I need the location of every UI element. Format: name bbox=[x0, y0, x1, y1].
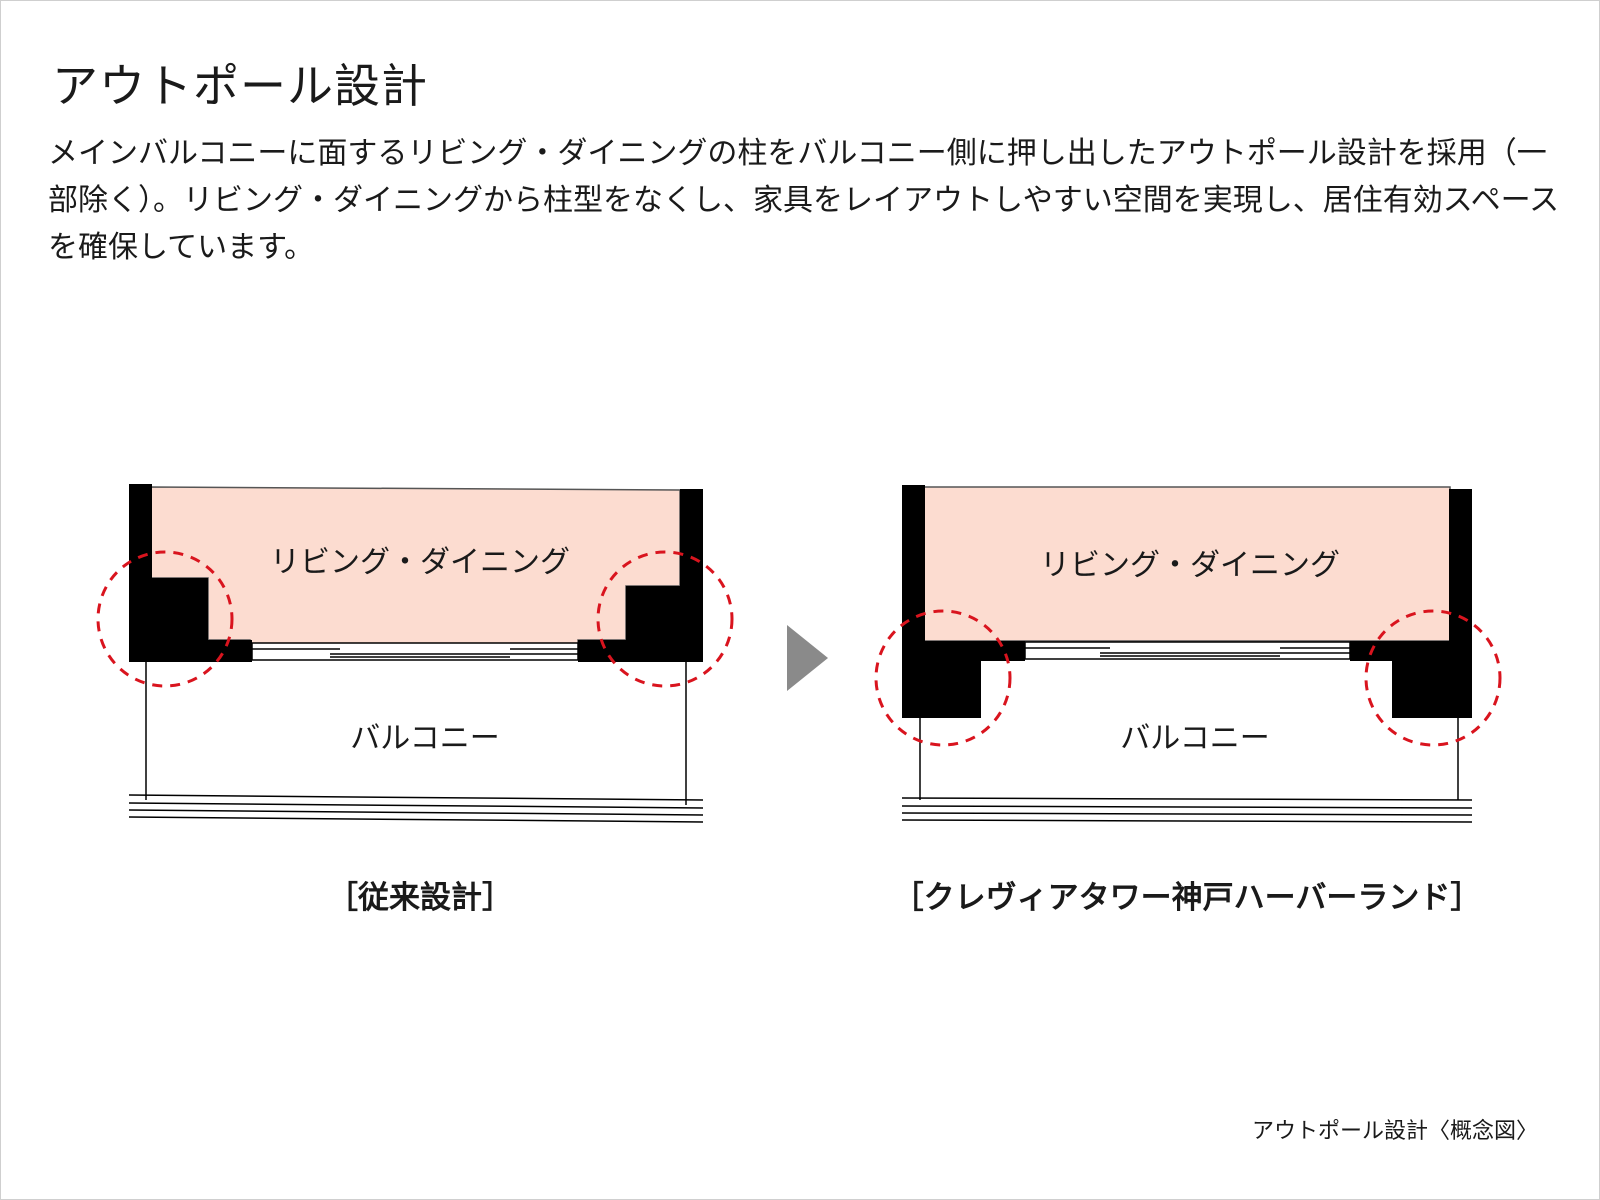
right-wall-right bbox=[1449, 489, 1472, 661]
conventional-design-caption: ［従来設計］ bbox=[327, 880, 513, 916]
right-balcony-label: バルコニー bbox=[1120, 721, 1269, 756]
bottom-wall-left-segment bbox=[923, 641, 1025, 661]
outpole-design-caption: ［クレヴィアタワー神戸ハーバーランド］ bbox=[892, 880, 1482, 916]
page-title: アウトポール設計 bbox=[52, 59, 428, 113]
right-outpole-column bbox=[1392, 661, 1472, 718]
left-balcony-label: バルコニー bbox=[350, 721, 499, 756]
living-dining-room-area-right bbox=[922, 486, 1451, 642]
left-wall-right bbox=[902, 485, 925, 661]
left-wall bbox=[129, 484, 152, 662]
right-column-highlight-circle bbox=[596, 550, 734, 688]
left-room-label: リビング・ダイニング bbox=[270, 545, 570, 580]
description-text: メインバルコニーに面するリビング・ダイニングの柱をバルコニー側に押し出したアウト… bbox=[48, 136, 1560, 265]
right-arrow-icon bbox=[787, 625, 828, 691]
balcony-outline bbox=[128, 662, 704, 823]
left-outpole-highlight-circle bbox=[874, 609, 1012, 747]
outpole-design-diagram: リビング・ダイニング バルコニー bbox=[874, 485, 1502, 823]
right-outpole-highlight-circle bbox=[1364, 609, 1502, 747]
concept-diagram-note: アウトポール設計〈概念図〉 bbox=[1251, 1119, 1538, 1144]
left-column bbox=[150, 578, 252, 662]
balcony-outline-right bbox=[901, 718, 1473, 823]
left-outpole-column bbox=[902, 661, 981, 718]
right-room-label: リビング・ダイニング bbox=[1040, 548, 1340, 583]
bottom-wall-right-segment bbox=[1350, 641, 1451, 661]
window-sash bbox=[251, 642, 579, 661]
left-column-highlight-circle bbox=[96, 550, 234, 688]
right-wall bbox=[680, 489, 703, 662]
conventional-design-diagram: リビング・ダイニング バルコニー bbox=[96, 484, 734, 823]
window-sash-right bbox=[1024, 641, 1351, 660]
